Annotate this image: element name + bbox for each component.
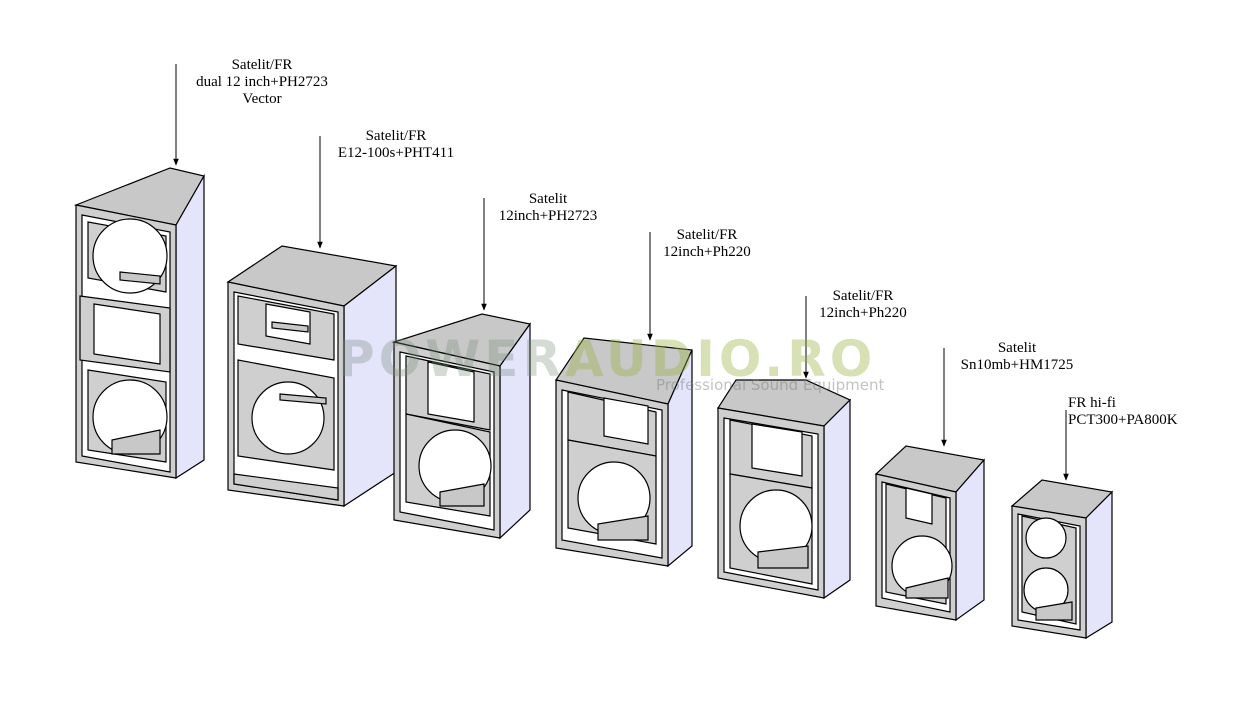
cabinet-7-side xyxy=(1085,490,1113,640)
label-line: PCT300+PA800K xyxy=(1068,412,1178,428)
label-line: FR hi-fi xyxy=(1068,395,1116,411)
cabinet-1-side xyxy=(175,173,205,480)
label-line: Satelit xyxy=(997,340,1037,356)
label-line: Satelit/FR xyxy=(676,227,738,243)
watermark-logo: POWERAUDIO.RO xyxy=(338,330,876,388)
cabinet-7-upper-hole xyxy=(1025,517,1067,559)
label-line: Satelit/FR xyxy=(832,288,894,304)
label-line: 12inch+Ph220 xyxy=(819,305,907,321)
label-cabinet-5: Satelit/FR 12inch+Ph220 xyxy=(806,288,920,322)
label-line: 12inch+Ph220 xyxy=(663,244,751,260)
cabinet-6-tweeter-hole xyxy=(905,487,933,525)
label-line: E12-100s+PHT411 xyxy=(337,145,455,161)
watermark-part1: POWER xyxy=(338,330,565,388)
label-line: Satelit xyxy=(528,191,568,207)
label-cabinet-3: Satelit 12inch+PH2723 xyxy=(484,191,612,225)
cabinet-2 xyxy=(226,245,398,508)
cabinet-2-woofer-hole xyxy=(251,381,325,455)
cabinet-3 xyxy=(391,313,532,540)
cabinet-5-side xyxy=(823,398,851,600)
label-arrows xyxy=(173,64,1069,481)
cabinet-1 xyxy=(73,167,205,480)
label-cabinet-4: Satelit/FR 12inch+Ph220 xyxy=(650,227,764,261)
label-line: 12inch+PH2723 xyxy=(498,208,598,224)
cabinet-5 xyxy=(717,379,852,600)
label-line: Satelit/FR xyxy=(231,57,293,73)
label-line: Vector xyxy=(242,91,282,107)
label-cabinet-7: FR hi-fi PCT300+PA800K xyxy=(1068,395,1178,429)
watermark-part2: AUDIO.RO xyxy=(564,330,877,388)
watermark-subtitle: Professional Sound Equipment xyxy=(656,376,885,394)
cabinet-4 xyxy=(555,337,693,568)
cabinet-7 xyxy=(1010,479,1114,640)
label-cabinet-6: Satelit Sn10mb+HM1725 xyxy=(944,340,1090,374)
label-line: Sn10mb+HM1725 xyxy=(960,357,1074,373)
label-line: dual 12 inch+PH2723 xyxy=(196,74,328,90)
label-line: Satelit/FR xyxy=(365,128,427,144)
label-cabinet-1: Satelit/FR dual 12 inch+PH2723 Vector xyxy=(176,57,348,108)
label-cabinet-2: Satelit/FR E12-100s+PHT411 xyxy=(320,128,472,162)
cabinet-2-base xyxy=(233,473,339,501)
cabinet-6 xyxy=(874,445,986,622)
